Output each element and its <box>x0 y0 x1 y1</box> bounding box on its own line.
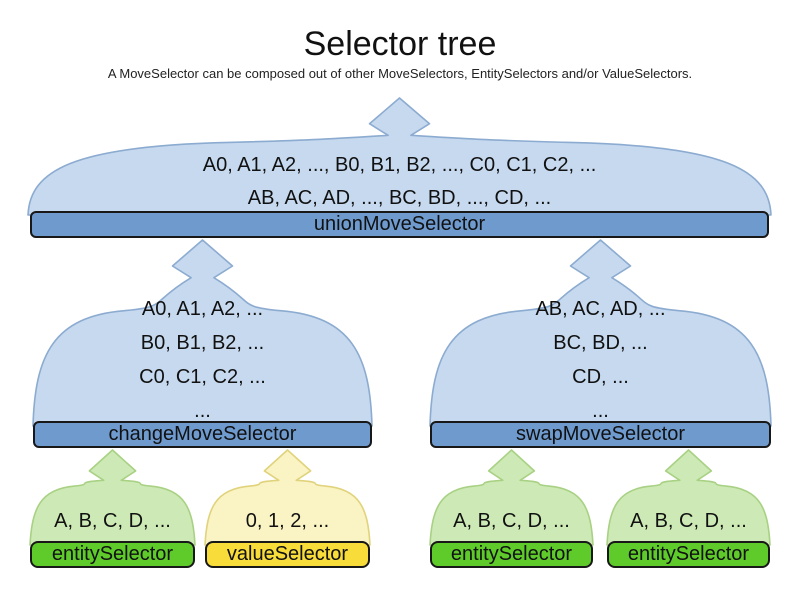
union-arch-arrow-shape <box>27 97 772 216</box>
entity-selector-label: entitySelector <box>51 543 174 565</box>
value-selector-bar: valueSelector <box>205 541 370 568</box>
entity-selector-bar: entitySelector <box>430 541 593 568</box>
swap-move-list-line: BC, BD, ... <box>553 332 648 354</box>
union-move-selector-bar: unionMoveSelector <box>30 211 769 238</box>
change-move-selector-bar: changeMoveSelector <box>33 421 372 448</box>
swap-move-list-line: AB, AC, AD, ... <box>535 298 666 320</box>
change-arch-arrow-shape <box>32 239 373 427</box>
entity-selector-arch-arrow-shape <box>606 449 771 546</box>
entity-selector-label: entitySelector <box>450 543 573 565</box>
change-move-list-line: A0, A1, A2, ... <box>141 298 264 320</box>
value-item-list: 0, 1, 2, ... <box>245 510 330 532</box>
entity-item-list: A, B, C, D, ... <box>630 510 747 532</box>
swap-move-selector-label: swapMoveSelector <box>516 423 685 445</box>
swap-move-list: AB, AC, AD, ... BC, BD, ... CD, ... ... <box>430 292 771 428</box>
entity-item-list: A, B, C, D, ... <box>54 510 171 532</box>
entity-item-list: A, B, C, D, ... <box>453 510 570 532</box>
diagram-subtitle: A MoveSelector can be composed out of ot… <box>107 66 693 81</box>
entity-selector-label: entitySelector <box>627 543 750 565</box>
change-move-list-line: C0, C1, C2, ... <box>139 366 266 388</box>
union-move-list: A0, A1, A2, ..., B0, B1, B2, ..., C0, C1… <box>28 149 771 215</box>
swap-move-list-line: ... <box>592 400 609 422</box>
union-move-list-line: A0, A1, A2, ..., B0, B1, B2, ..., C0, C1… <box>202 154 597 176</box>
swap-move-list-line: CD, ... <box>572 366 629 388</box>
entity-selector-bar: entitySelector <box>607 541 770 568</box>
change-move-list: A0, A1, A2, ... B0, B1, B2, ... C0, C1, … <box>33 292 372 428</box>
change-move-list-line: B0, B1, B2, ... <box>140 332 265 354</box>
value-selector-label: valueSelector <box>226 543 349 565</box>
change-move-selector-label: changeMoveSelector <box>108 423 297 445</box>
entity-selector-bar: entitySelector <box>30 541 195 568</box>
diagram-title: Selector tree <box>303 25 497 63</box>
union-move-list-line: AB, AC, AD, ..., BC, BD, ..., CD, ... <box>247 187 552 209</box>
value-selector-arch-arrow-shape <box>204 449 371 546</box>
swap-move-selector-bar: swapMoveSelector <box>430 421 771 448</box>
entity-selector-arch-arrow-shape <box>429 449 594 546</box>
change-move-list-line: ... <box>194 400 211 422</box>
union-move-selector-label: unionMoveSelector <box>313 213 486 235</box>
entity-selector-arch-arrow-shape <box>29 449 196 546</box>
swap-arch-arrow-shape <box>429 239 772 427</box>
